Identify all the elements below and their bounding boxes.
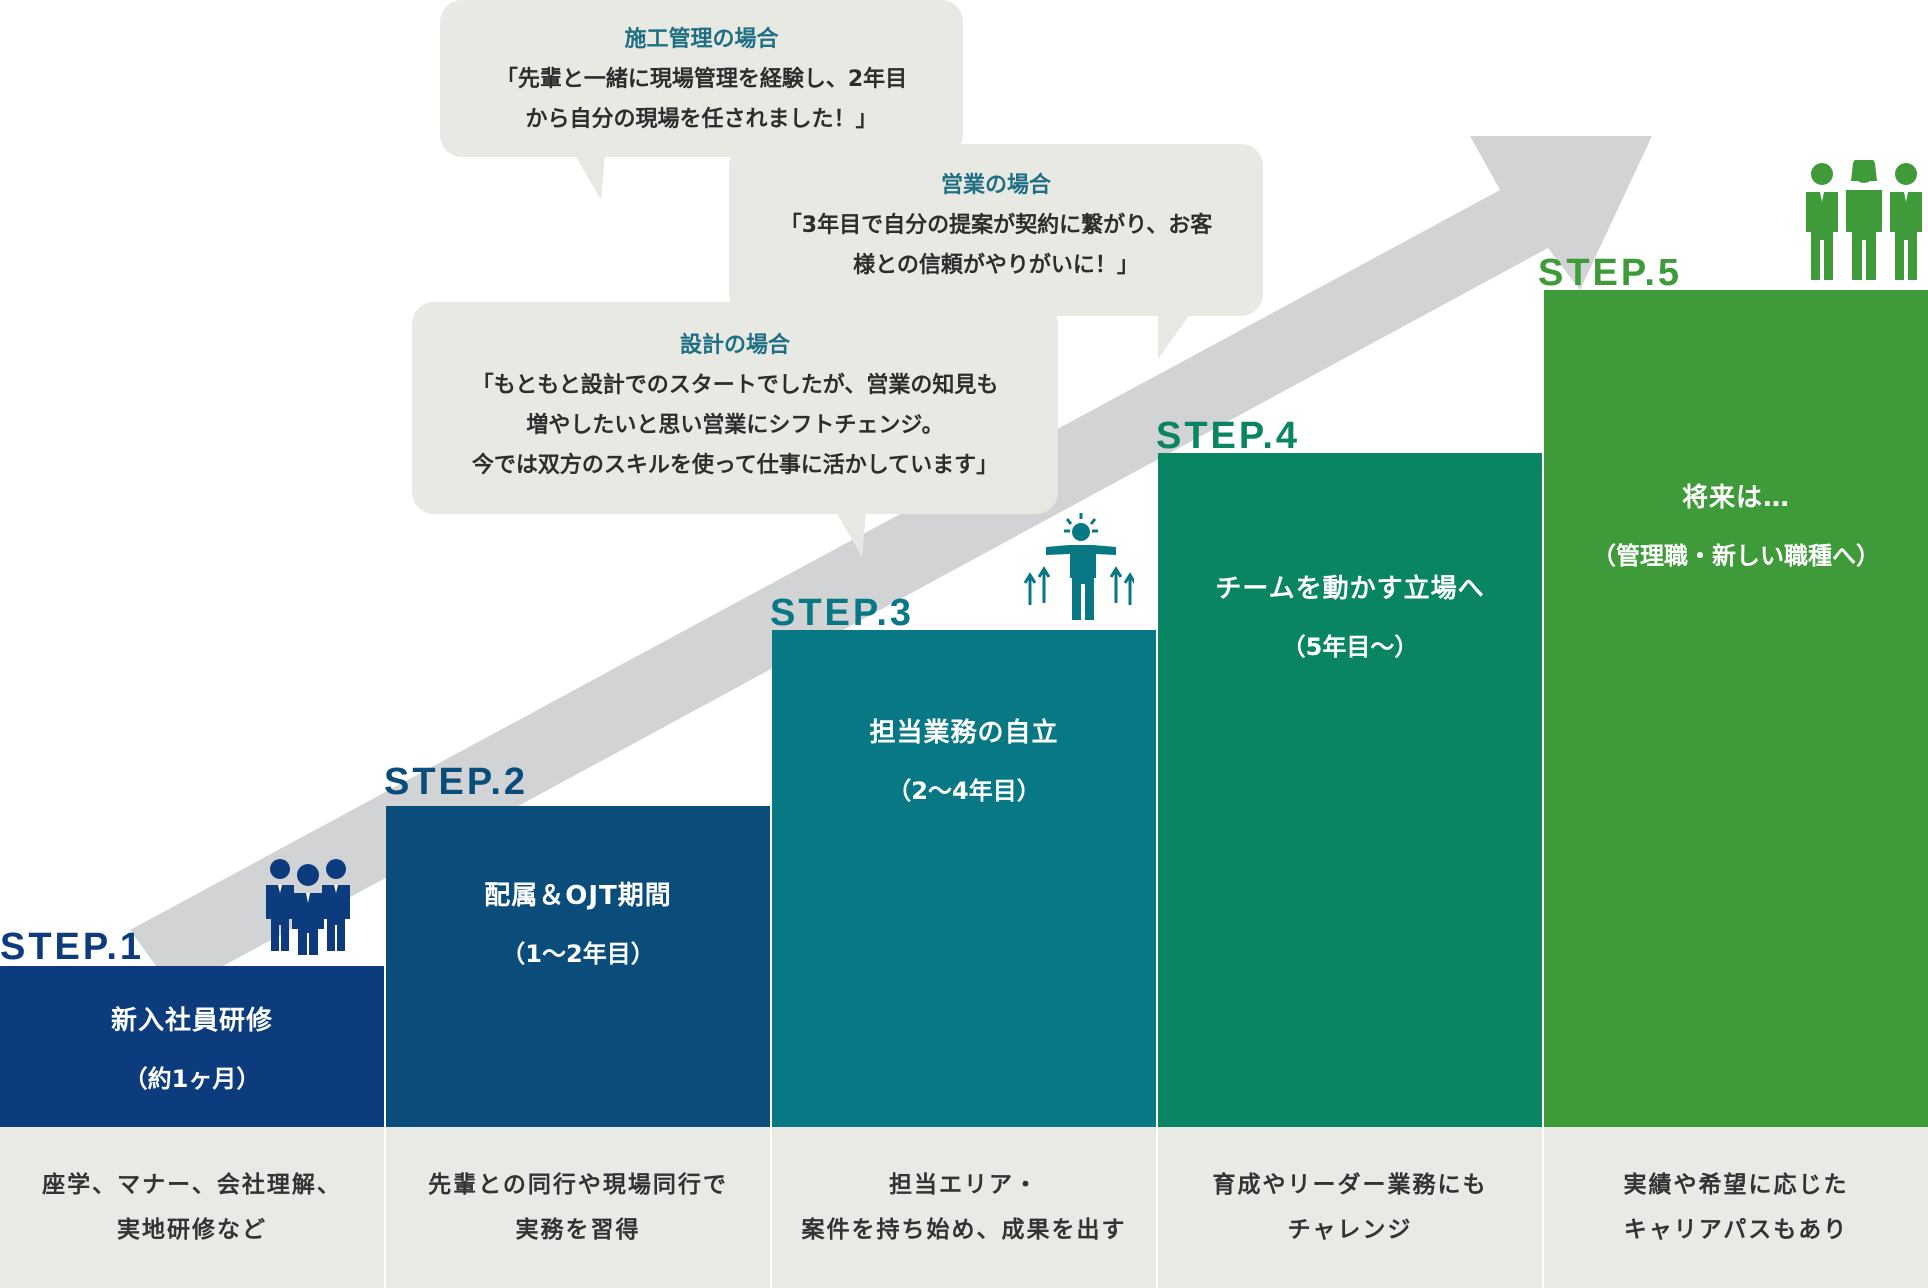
step-5-label: STEP.5: [1538, 252, 1683, 294]
bubble-design-title: 設計の場合: [679, 333, 790, 358]
bubble-construction-line: から自分の現場を任されました！」: [525, 107, 878, 132]
step-2-block: 配属＆OJT期間 （1〜2年目）: [386, 806, 770, 1127]
step-4-title: チームを動かす立場へ: [1215, 574, 1485, 604]
bubble-design-line: 今では双方のスキルを使って仕事に活かしています」: [471, 453, 999, 478]
step-3-desc-line: 案件を持ち始め、成果を出す: [801, 1216, 1127, 1243]
bubble-sales-line: 「3年目で自分の提案が契約に繋がり、お客: [779, 213, 1213, 238]
step-2-label: STEP.2: [384, 761, 529, 803]
bubble-design: 設計の場合 「もともと設計でのスタートでしたが、営業の知見も 増やしたいと思い営…: [412, 302, 1058, 514]
step-5-desc: 実績や希望に応じたキャリアパスもあり: [1544, 1127, 1928, 1288]
step-4-desc-line: チャレンジ: [1287, 1216, 1413, 1243]
bubble-sales-title: 営業の場合: [940, 173, 1051, 198]
step-5-desc-line: 実績や希望に応じた: [1623, 1171, 1849, 1198]
bubble-sales-line: 様との信頼がやりがいに！」: [853, 253, 1139, 278]
business-team-icon: [266, 859, 350, 955]
step-1-title: 新入社員研修: [110, 1005, 273, 1036]
step-1-block: 新入社員研修 （約1ヶ月）: [0, 966, 384, 1127]
step-1-sub: （約1ヶ月）: [123, 1064, 261, 1093]
step-4-desc-line: 育成やリーダー業務にも: [1212, 1171, 1488, 1198]
step-5-sub: （管理職・新しい職種へ）: [1592, 541, 1880, 570]
bubble-sales-tail: [1158, 314, 1190, 359]
bubble-design-line: 「もともと設計でのスタートでしたが、営業の知見も: [471, 373, 999, 398]
growth-arrow-shape: [130, 136, 1652, 992]
step-3-label: STEP.3: [770, 592, 915, 634]
step-4-desc: 育成やリーダー業務にもチャレンジ: [1158, 1127, 1542, 1288]
step-1-desc-line: 実地研修など: [117, 1216, 267, 1243]
step-3-sub: （2〜4年目）: [887, 776, 1041, 805]
step-3-title: 担当業務の自立: [869, 717, 1059, 748]
step-1-desc: 座学、マナー、会社理解、実地研修など: [0, 1127, 384, 1288]
bubble-construction: 施工管理の場合 「先輩と一緒に現場管理を経験し、2年目 から自分の現場を任されま…: [440, 0, 963, 157]
step-3-block: 担当業務の自立 （2〜4年目）: [772, 630, 1156, 1127]
bubble-sales: 営業の場合 「3年目で自分の提案が契約に繋がり、お客 様との信頼がやりがいに！」: [729, 144, 1263, 316]
step-3-desc: 担当エリア・案件を持ち始め、成果を出す: [772, 1127, 1156, 1288]
step-5-block: 将来は… （管理職・新しい職種へ）: [1544, 290, 1928, 1127]
bubble-construction-title: 施工管理の場合: [624, 27, 779, 52]
step-2-sub: （1〜2年目）: [501, 939, 655, 968]
step-2-desc-line: 先輩との同行や現場同行で: [428, 1171, 728, 1198]
step-2-desc-line: 実務を習得: [515, 1216, 641, 1243]
step-4-block: チームを動かす立場へ （5年目〜）: [1158, 453, 1542, 1127]
step-4-sub: （5年目〜）: [1281, 633, 1419, 661]
step-5-desc-line: キャリアパスもあり: [1623, 1216, 1849, 1243]
step-2-desc: 先輩との同行や現場同行で実務を習得: [386, 1127, 770, 1288]
step-1-desc-line: 座学、マナー、会社理解、: [42, 1171, 342, 1198]
team-group-icon: [1806, 160, 1922, 280]
step-3-desc-line: 担当エリア・: [889, 1171, 1039, 1198]
step-5-title: 将来は…: [1681, 482, 1790, 513]
growing-person-icon: [1024, 513, 1134, 620]
step-4-label: STEP.4: [1156, 415, 1301, 457]
bubble-construction-line: 「先輩と一緒に現場管理を経験し、2年目: [495, 67, 908, 92]
bubble-construction-tail: [575, 155, 605, 200]
step-1-label: STEP.1: [0, 926, 145, 968]
step-2-title: 配属＆OJT期間: [484, 880, 672, 911]
bubble-design-line: 増やしたいと思い営業にシフトチェンジ。: [526, 413, 944, 438]
bubble-design-tail: [836, 512, 866, 557]
